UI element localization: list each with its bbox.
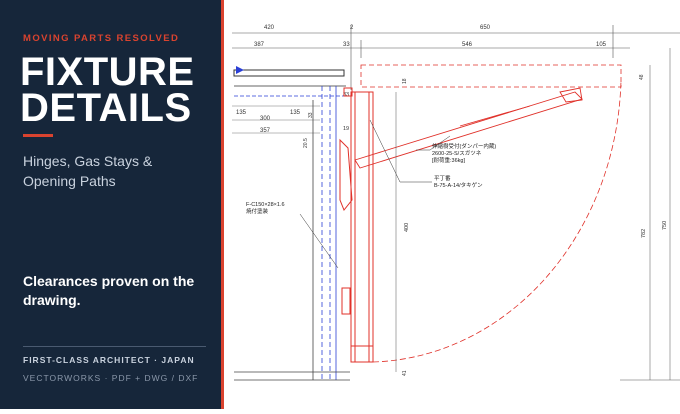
dim-left-357: 357 [260, 128, 271, 134]
dim-top-2: 2 [350, 25, 354, 31]
dim-small-a: 33 [308, 112, 314, 118]
dim-second-546: 546 [462, 42, 473, 48]
accent-bar [23, 134, 53, 137]
wall-section-dark [234, 100, 350, 381]
cabinet-frame [339, 87, 374, 363]
wall-section [321, 86, 337, 380]
accent-divider [221, 0, 224, 409]
dimension-top [232, 25, 680, 90]
note-hinge-line-1: 平丁番 [434, 175, 451, 182]
note-gas-stay-line-1: 伸縮樹受付(ダンパー内蔵) [432, 142, 496, 150]
dim-top-650: 650 [480, 25, 491, 31]
title-line-2: DETAILS [20, 86, 192, 130]
dimension-right [395, 48, 680, 381]
note-gas-stay-line-2: 2600-25-S/スガツネ [432, 149, 482, 157]
note-panel-line-1: F-C150×28×1.6 [246, 202, 285, 208]
ceiling-panel [233, 66, 346, 97]
dimension-left [232, 105, 320, 134]
footer-formats: VECTORWORKS · PDF + DWG / DXF [23, 373, 199, 383]
dim-left-300: 300 [260, 116, 271, 122]
dim-side-18: 18 [402, 78, 408, 84]
footer-credential: FIRST-CLASS ARCHITECT · JAPAN [23, 355, 195, 365]
leader-lines [299, 119, 451, 269]
dim-right-750: 750 [662, 221, 668, 230]
dim-small-c: 20.5 [303, 138, 309, 148]
note-hinge-line-2: B-75-A-14/タキゲン [434, 181, 483, 189]
dim-right-48: 48 [639, 74, 645, 80]
dim-left-135-a: 135 [236, 110, 247, 116]
gas-stay-arm [354, 87, 583, 169]
dim-side-41: 41 [402, 370, 408, 376]
main-title: FIXTURE DETAILS [20, 50, 195, 130]
subtitle: Hinges, Gas Stays & Opening Paths [23, 153, 153, 189]
dim-second-387: 387 [254, 42, 265, 48]
dim-second-33: 33 [343, 42, 350, 48]
note-panel-line-2: 焼付塗装 [246, 207, 269, 215]
note-hinge: 平丁番 B-75-A-14/タキゲン [434, 175, 483, 189]
dim-top-420: 420 [264, 25, 275, 31]
eyebrow-text: MOVING PARTS RESOLVED [23, 33, 180, 44]
note-gas-stay: 伸縮樹受付(ダンパー内蔵) 2600-25-S/スガツネ [耐荷重:36kg] [432, 142, 496, 164]
drawing-panel: 420 2 650 387 33 546 105 135 300 135 [224, 0, 680, 409]
dim-right-782: 782 [641, 229, 647, 238]
body-text: Clearances proven on the drawing. [23, 273, 195, 308]
dim-small-b: 33 [343, 92, 349, 98]
door-opening-path [360, 64, 622, 363]
dim-side-400: 400 [404, 223, 410, 232]
title-line-1: FIXTURE [20, 50, 195, 94]
cad-drawing: 420 2 650 387 33 546 105 135 300 135 [232, 25, 680, 381]
dim-second-105: 105 [596, 42, 607, 48]
footer-divider [23, 346, 206, 347]
note-panel: F-C150×28×1.6 焼付塗装 [246, 202, 285, 215]
dim-left-135-b: 135 [290, 110, 301, 116]
dim-small-d: 19 [343, 126, 349, 132]
note-gas-stay-line-3: [耐荷重:36kg] [432, 156, 465, 164]
info-panel: MOVING PARTS RESOLVED FIXTURE DETAILS Hi… [0, 0, 221, 409]
